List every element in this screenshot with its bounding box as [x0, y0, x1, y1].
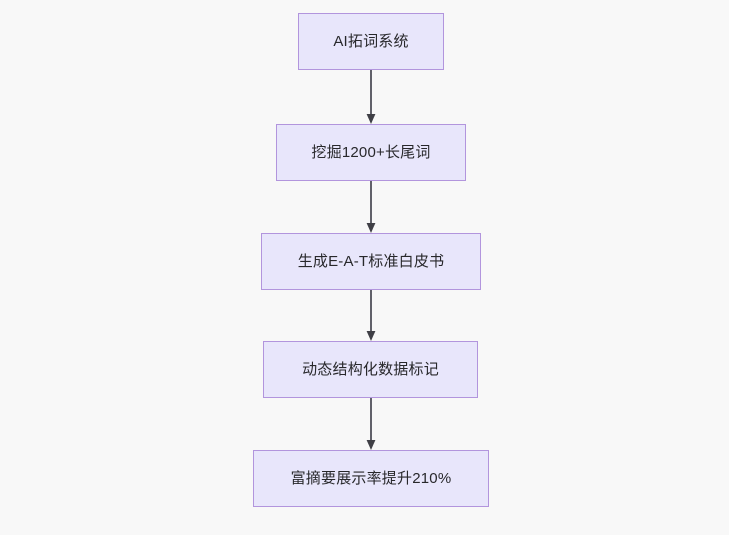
flow-node-mine-longtail-keywords[interactable]: 挖掘1200+长尾词: [276, 124, 466, 181]
flow-node-label: 富摘要展示率提升210%: [290, 470, 452, 487]
flow-node-ai-keyword-system[interactable]: AI拓词系统: [298, 13, 444, 70]
arrow-down-icon: [366, 398, 376, 450]
flow-node-label: AI拓词系统: [333, 33, 409, 50]
arrow-down-icon: [366, 70, 376, 124]
flow-edge-node3-to-node4: [366, 290, 376, 341]
flow-edge-node2-to-node3: [366, 181, 376, 233]
flow-node-label: 挖掘1200+长尾词: [311, 144, 431, 161]
flow-edge-node4-to-node5: [366, 398, 376, 450]
flow-node-rich-snippet-impression-uplift[interactable]: 富摘要展示率提升210%: [253, 450, 489, 507]
flow-node-label: 动态结构化数据标记: [302, 361, 439, 378]
arrow-down-icon: [366, 290, 376, 341]
flow-node-generate-eat-whitepaper[interactable]: 生成E-A-T标准白皮书: [261, 233, 481, 290]
flow-node-label: 生成E-A-T标准白皮书: [297, 253, 445, 270]
flow-node-dynamic-structured-data-markup[interactable]: 动态结构化数据标记: [263, 341, 478, 398]
arrow-down-icon: [366, 181, 376, 233]
flow-edge-node1-to-node2: [366, 70, 376, 124]
